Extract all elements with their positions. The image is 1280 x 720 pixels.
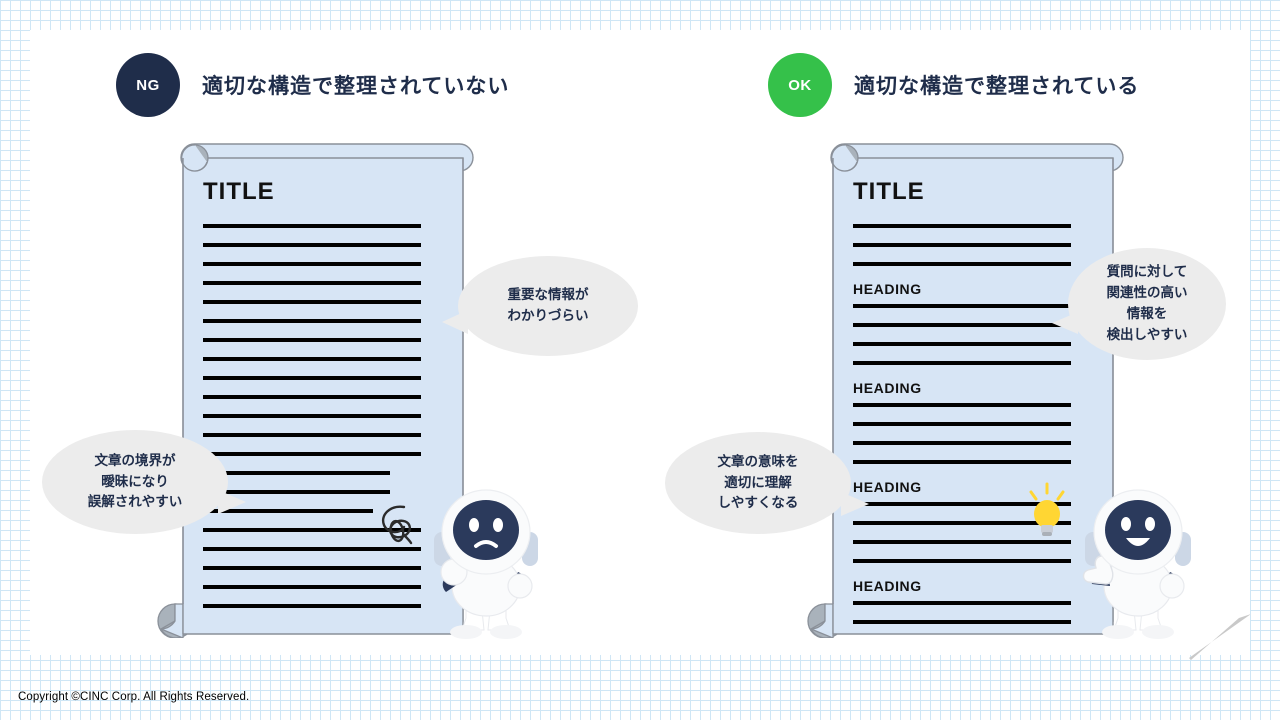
document-text-line bbox=[853, 502, 1071, 506]
document-text-line bbox=[203, 414, 421, 418]
badge-ok-label: OK bbox=[788, 76, 812, 94]
document-text-line bbox=[203, 604, 421, 608]
document-text-line bbox=[203, 528, 421, 532]
document-heading: HEADING bbox=[853, 578, 922, 594]
document-text-line bbox=[853, 620, 1071, 624]
document-text-line bbox=[203, 490, 391, 494]
document-text-line bbox=[853, 243, 1071, 247]
document-text-line bbox=[853, 601, 1071, 605]
document-text-line bbox=[203, 509, 374, 513]
document-text-line bbox=[203, 433, 421, 437]
document-text-line bbox=[853, 460, 1071, 464]
document-heading: HEADING bbox=[853, 479, 922, 495]
panel-header-ng: NG 適切な構造で整理されていない bbox=[116, 53, 509, 117]
speech-bubble-ng-2: 文章の境界が 曖昧になり 誤解されやすい bbox=[42, 430, 246, 534]
document-heading: HEADING bbox=[853, 380, 922, 396]
document-heading: HEADING bbox=[853, 281, 922, 297]
document-text-line bbox=[203, 281, 421, 285]
speech-bubble-ng-1-text: 重要な情報が わかりづらい bbox=[507, 287, 589, 323]
document-body-ng: TITLE bbox=[203, 178, 421, 623]
badge-ng: NG bbox=[116, 53, 180, 117]
speech-bubble-ng-2-text: 文章の境界が 曖昧になり 誤解されやすい bbox=[87, 452, 183, 510]
document-text-line bbox=[203, 224, 421, 228]
document-text-line bbox=[853, 422, 1071, 426]
badge-ng-label: NG bbox=[136, 76, 160, 94]
document-text-line bbox=[203, 452, 421, 456]
document-text-line bbox=[853, 361, 1071, 365]
footer-copyright: Copyright ©CINC Corp. All Rights Reserve… bbox=[18, 691, 250, 703]
bubble-tail bbox=[218, 490, 246, 514]
scroll-paper-shape-ng bbox=[157, 143, 474, 638]
badge-ok: OK bbox=[768, 53, 832, 117]
panel-title-ng: 適切な構造で整理されていない bbox=[202, 75, 510, 98]
document-text-line bbox=[203, 338, 421, 342]
document-text-line bbox=[853, 521, 1071, 525]
document-text-line bbox=[853, 323, 1071, 327]
document-text-line bbox=[203, 566, 421, 570]
speech-bubble-ok-2-text: 文章の意味を 適切に理解 しやすくなる bbox=[717, 453, 799, 511]
document-scroll-ok: TITLE HEADING HEADING HEADING HEADING bbox=[805, 138, 1125, 638]
document-text-line bbox=[203, 300, 421, 304]
document-text-line bbox=[203, 319, 421, 323]
document-text-line bbox=[853, 403, 1071, 407]
document-text-line bbox=[203, 357, 421, 361]
document-scroll-ng: TITLE bbox=[155, 138, 475, 638]
document-title: TITLE bbox=[853, 178, 925, 205]
document-text-line bbox=[853, 224, 1071, 228]
bubble-tail bbox=[1052, 312, 1078, 334]
document-body-ok: TITLE HEADING HEADING HEADING HEADING bbox=[853, 178, 1071, 639]
document-text-line bbox=[853, 559, 1071, 563]
document-text-line bbox=[853, 441, 1071, 445]
document-text-line bbox=[853, 540, 1071, 544]
bubble-tail bbox=[841, 492, 869, 516]
document-title: TITLE bbox=[203, 178, 275, 205]
speech-bubble-ok-1-text: 質問に対して 関連性の高い 情報を 検出しやすい bbox=[1106, 264, 1188, 342]
document-text-line bbox=[203, 262, 421, 266]
happy-robot bbox=[1082, 489, 1191, 639]
document-text-line bbox=[203, 243, 421, 247]
lightbulb-icon bbox=[1029, 482, 1065, 536]
bubble-tail bbox=[442, 310, 468, 334]
panel-header-ok: OK 適切な構造で整理されている bbox=[768, 53, 1139, 117]
scribble-icon bbox=[381, 505, 413, 545]
document-text-line bbox=[203, 547, 421, 551]
speech-bubble-ng-1: 重要な情報が わかりづらい bbox=[442, 256, 638, 356]
document-text-line bbox=[203, 395, 421, 399]
panel-title-ok: 適切な構造で整理されている bbox=[854, 75, 1140, 98]
speech-bubble-ok-2: 文章の意味を 適切に理解 しやすくなる bbox=[665, 432, 869, 534]
document-text-line bbox=[203, 376, 421, 380]
document-text-line bbox=[203, 471, 391, 475]
document-text-line bbox=[203, 585, 421, 589]
document-text-line bbox=[853, 304, 1071, 308]
document-text-line bbox=[853, 342, 1071, 346]
speech-bubble-ok-1: 質問に対して 関連性の高い 情報を 検出しやすい bbox=[1052, 248, 1226, 360]
sad-robot bbox=[434, 489, 538, 639]
document-text-line bbox=[853, 262, 1071, 266]
